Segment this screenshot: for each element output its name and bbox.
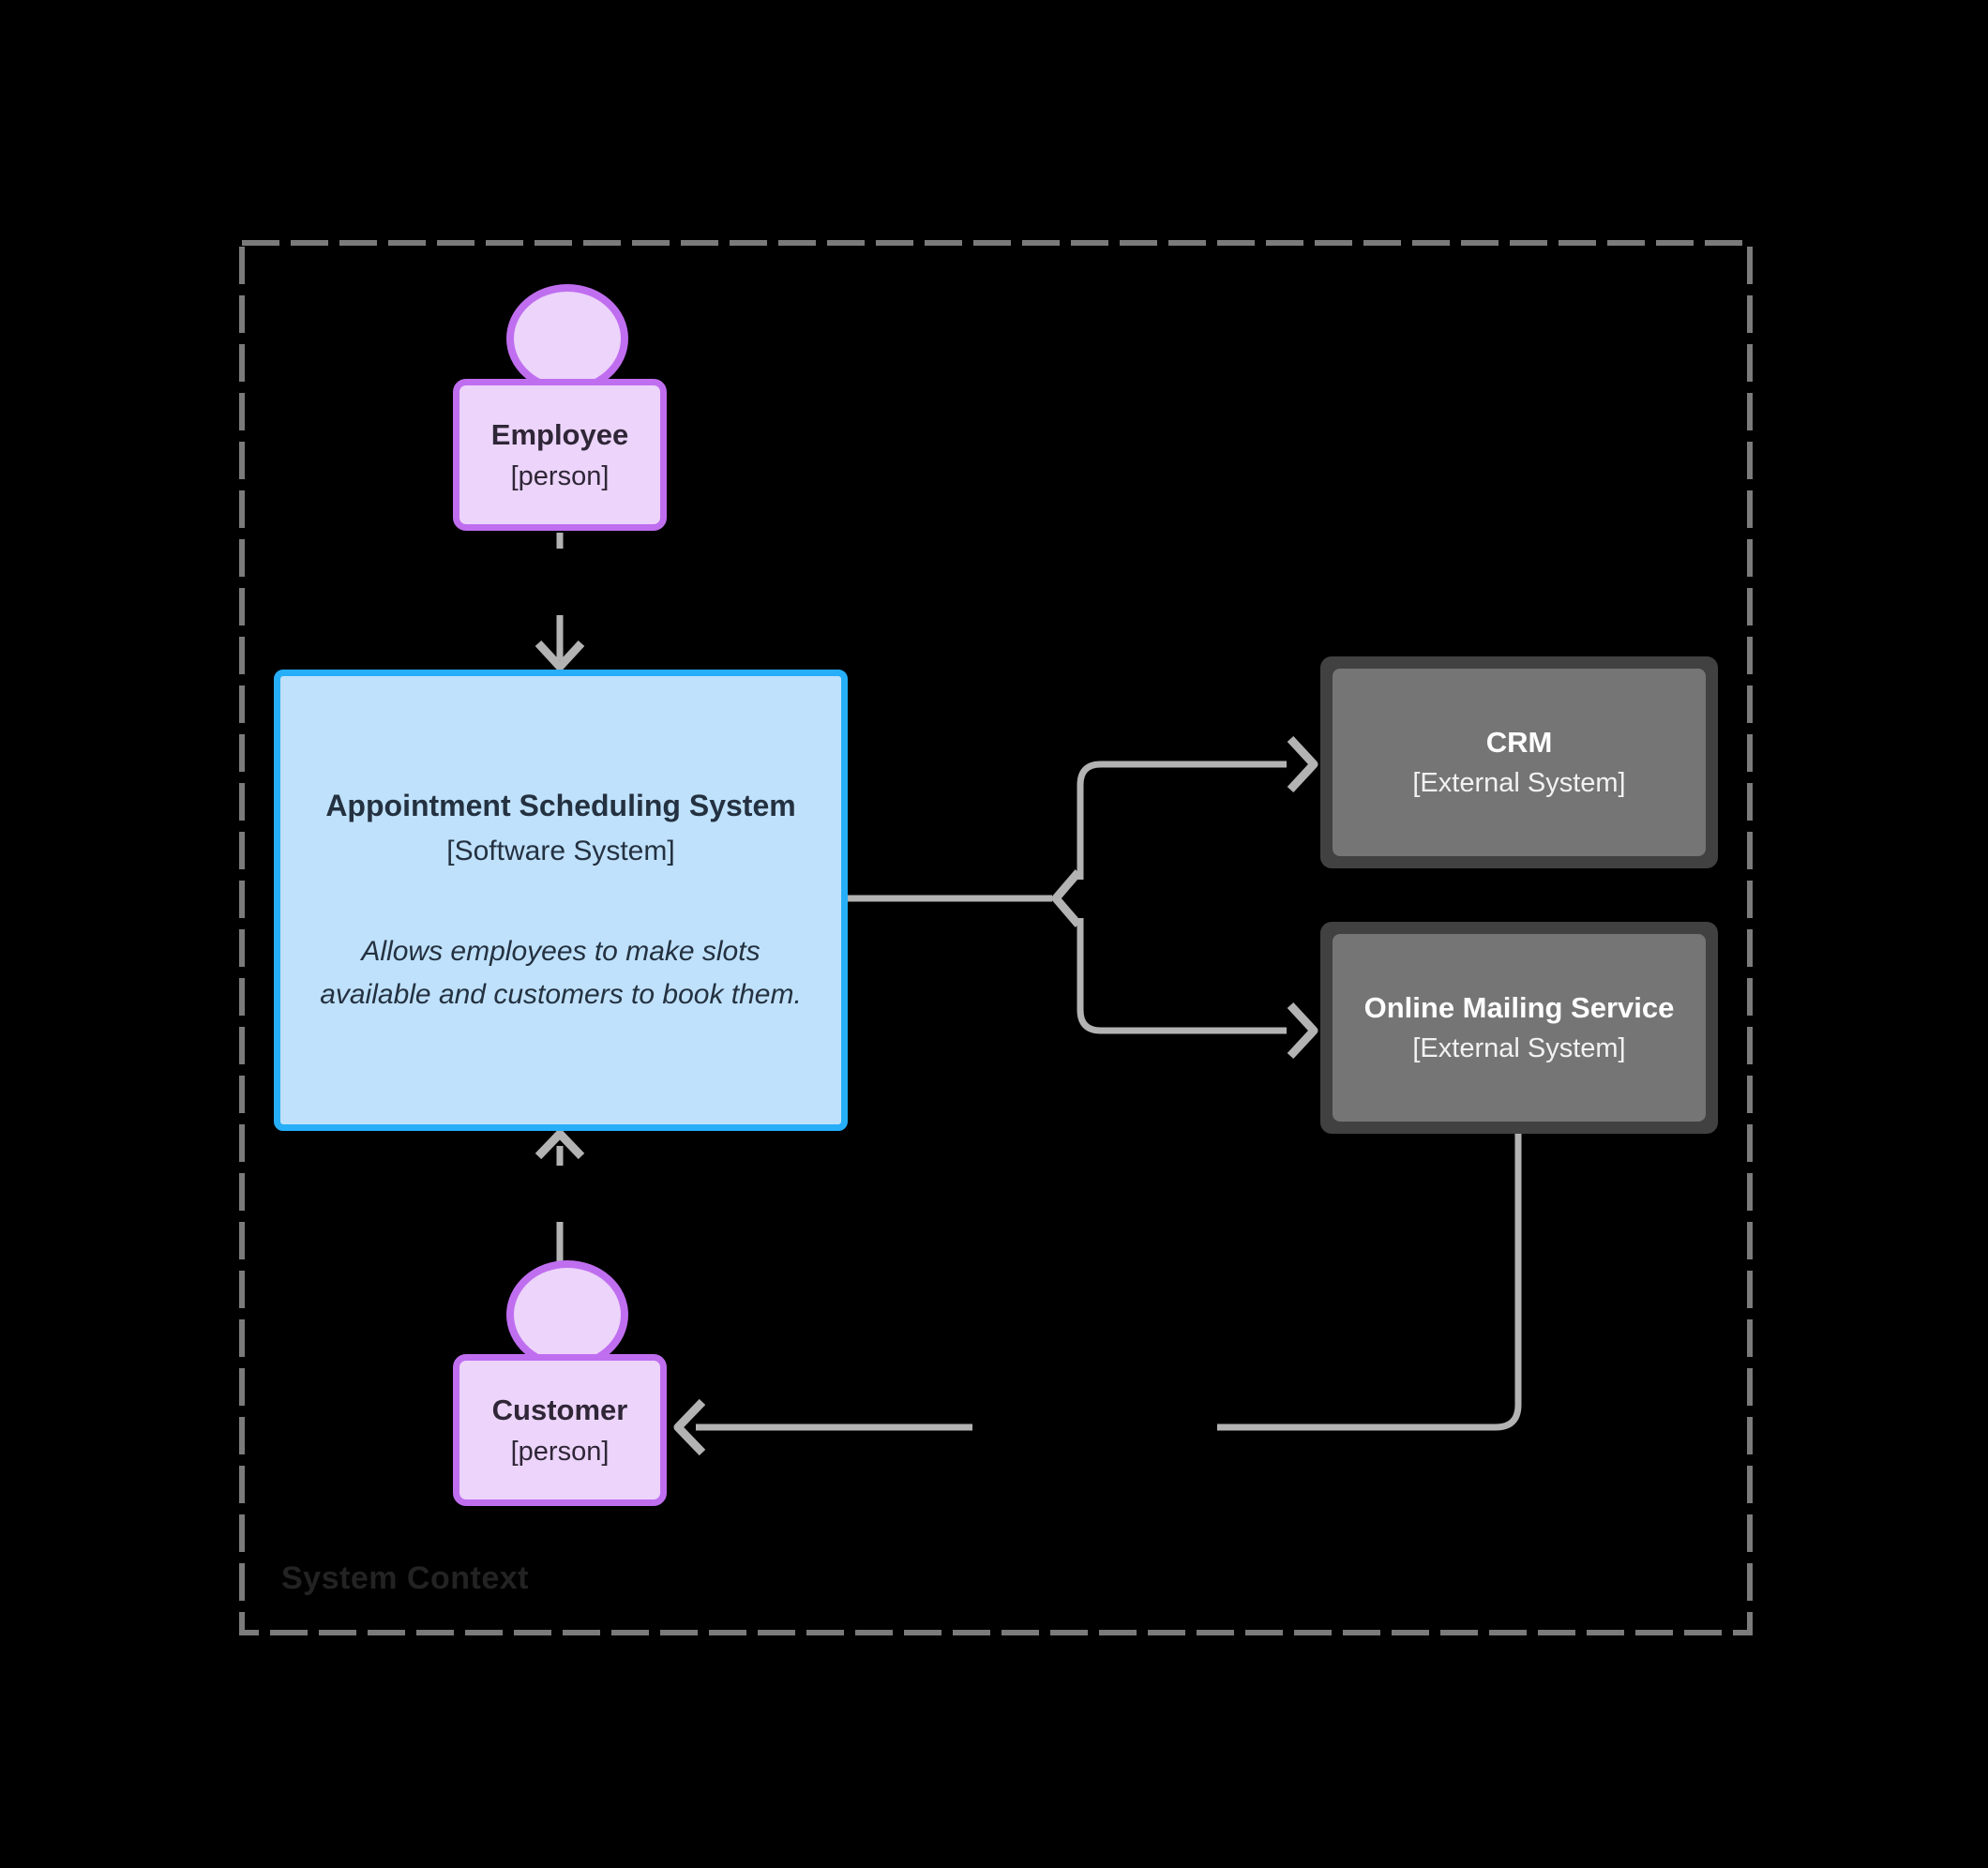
scheduling-system-description: Allows employees to make slots available… <box>320 935 802 1011</box>
employee-head-icon <box>506 284 628 393</box>
customer-name: Customer <box>491 1393 628 1426</box>
mailing-inner: Online Mailing Service [External System] <box>1333 934 1706 1122</box>
customer-type: [person] <box>510 1436 610 1467</box>
edge-system-stem <box>847 869 1082 927</box>
boundary-label: System Context <box>281 1560 529 1596</box>
node-customer[interactable]: Customer [person] <box>453 1354 667 1506</box>
edge-employee-to-system <box>535 533 585 671</box>
system-context-boundary <box>239 240 1753 1635</box>
scheduling-system-name: Appointment Scheduling System <box>325 789 796 823</box>
node-online-mailing-service[interactable]: Online Mailing Service [External System] <box>1320 922 1718 1134</box>
edge-customer-to-system <box>535 1129 585 1264</box>
node-appointment-scheduling-system[interactable]: Appointment Scheduling System [Software … <box>274 670 848 1131</box>
mailing-type: [External System] <box>1412 1033 1626 1063</box>
crm-name: CRM <box>1485 726 1553 759</box>
edge-mailing-to-customer <box>673 1132 1522 1456</box>
employee-type: [person] <box>510 460 610 491</box>
node-crm[interactable]: CRM [External System] <box>1320 656 1718 868</box>
employee-name: Employee <box>490 417 629 451</box>
edge-system-to-crm <box>1077 735 1318 880</box>
crm-type: [External System] <box>1412 768 1626 798</box>
mailing-name: Online Mailing Service <box>1363 991 1675 1024</box>
node-employee[interactable]: Employee [person] <box>453 379 667 531</box>
edge-system-to-mailing <box>1077 918 1318 1060</box>
crm-inner: CRM [External System] <box>1333 669 1706 856</box>
scheduling-system-type: [Software System] <box>446 835 675 866</box>
customer-head-icon <box>506 1260 628 1369</box>
